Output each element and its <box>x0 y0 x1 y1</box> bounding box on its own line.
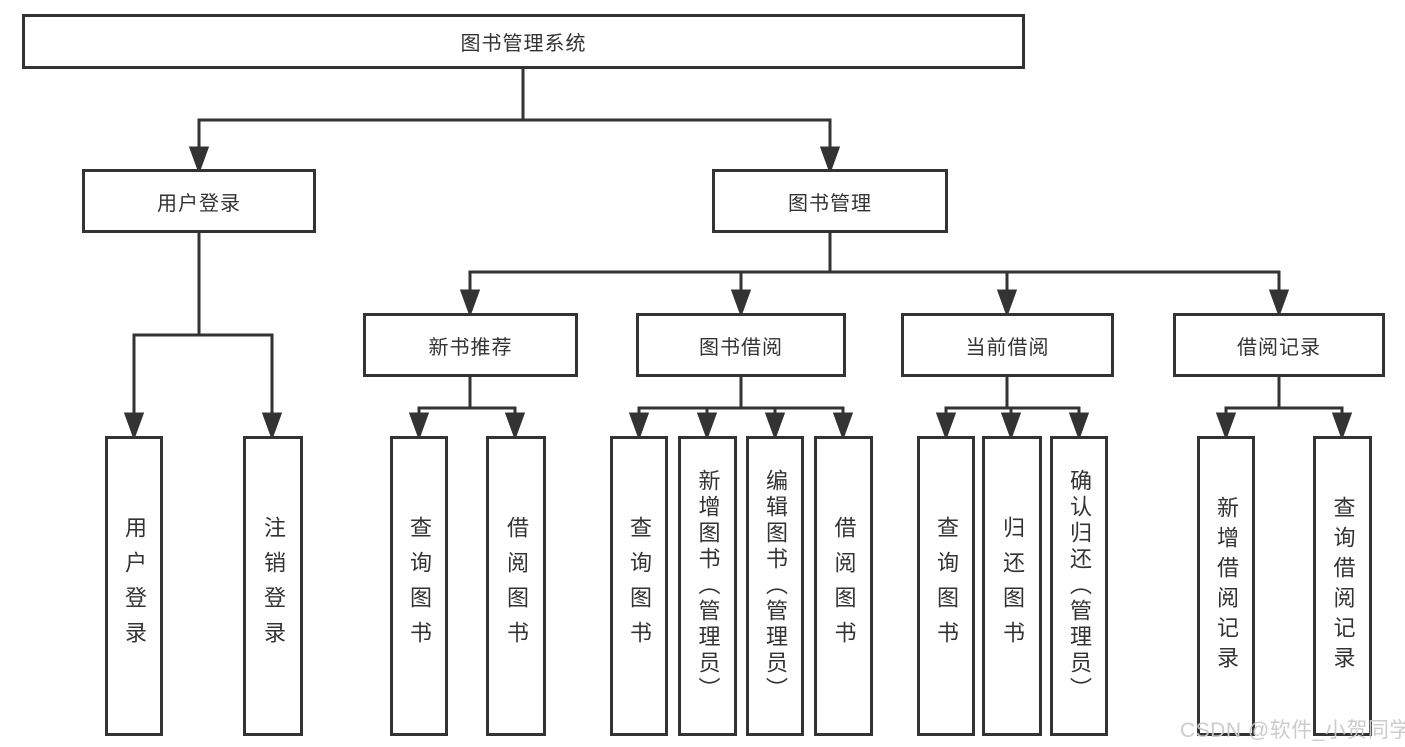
node-root-system: 图书管理系统 <box>22 14 1025 69</box>
csdn-watermark: CSDN @软件_小贺同学 <box>1180 719 1405 742</box>
node-borrowing-records: 借阅记录 <box>1173 313 1385 377</box>
leaf-add-borrow-record: 新增借阅记录 <box>1197 436 1255 736</box>
leaf-edit-books-admin: 编辑图书（管理员） <box>746 436 804 736</box>
leaf-add-books-admin-label: 新增图书（管理员） <box>695 469 721 703</box>
node-book-borrowing-label: 图书借阅 <box>699 336 783 359</box>
node-current-borrowing-label: 当前借阅 <box>965 336 1050 359</box>
leaf-logout: 注销登录 <box>243 436 303 736</box>
leaf-borrow-books-label: 借阅图书 <box>831 516 857 656</box>
leaf-newbook-query-books: 查询图书 <box>390 436 448 736</box>
node-new-book-recommend: 新书推荐 <box>363 313 578 377</box>
leaf-user-login: 用户登录 <box>105 436 163 736</box>
node-user-login-label: 用户登录 <box>157 192 241 215</box>
leaf-borrow-query-books-label: 查询图书 <box>627 516 652 656</box>
node-book-borrowing: 图书借阅 <box>636 313 846 377</box>
node-current-borrowing: 当前借阅 <box>901 313 1114 377</box>
leaf-query-borrow-record-label: 查询借阅记录 <box>1330 496 1356 676</box>
leaf-borrow-books: 借阅图书 <box>814 436 873 736</box>
node-book-management-label: 图书管理 <box>788 192 872 215</box>
node-new-book-recommend-label: 新书推荐 <box>428 336 513 359</box>
leaf-current-query-books-label: 查询图书 <box>934 516 959 656</box>
leaf-add-borrow-record-label: 新增借阅记录 <box>1214 496 1239 676</box>
node-book-management: 图书管理 <box>712 169 948 233</box>
leaf-return-books-label: 归还图书 <box>1000 516 1025 656</box>
leaf-confirm-return-admin: 确认归还（管理员） <box>1050 436 1108 736</box>
leaf-add-books-admin: 新增图书（管理员） <box>678 436 737 736</box>
leaf-current-query-books: 查询图书 <box>917 436 975 736</box>
leaf-return-books: 归还图书 <box>982 436 1042 736</box>
leaf-edit-books-admin-label: 编辑图书（管理员） <box>763 469 788 703</box>
leaf-newbook-borrow-books: 借阅图书 <box>486 436 546 736</box>
leaf-confirm-return-admin-label: 确认归还（管理员） <box>1067 469 1092 703</box>
leaf-logout-label: 注销登录 <box>261 516 286 656</box>
leaf-borrow-query-books: 查询图书 <box>610 436 668 736</box>
leaf-newbook-query-books-label: 查询图书 <box>407 516 432 656</box>
leaf-newbook-borrow-books-label: 借阅图书 <box>504 516 529 656</box>
leaf-user-login-label: 用户登录 <box>122 516 147 656</box>
node-borrowing-records-label: 借阅记录 <box>1237 336 1321 359</box>
node-root-label: 图书管理系统 <box>460 33 587 55</box>
leaf-query-borrow-record: 查询借阅记录 <box>1313 436 1372 736</box>
node-user-login: 用户登录 <box>82 169 316 233</box>
